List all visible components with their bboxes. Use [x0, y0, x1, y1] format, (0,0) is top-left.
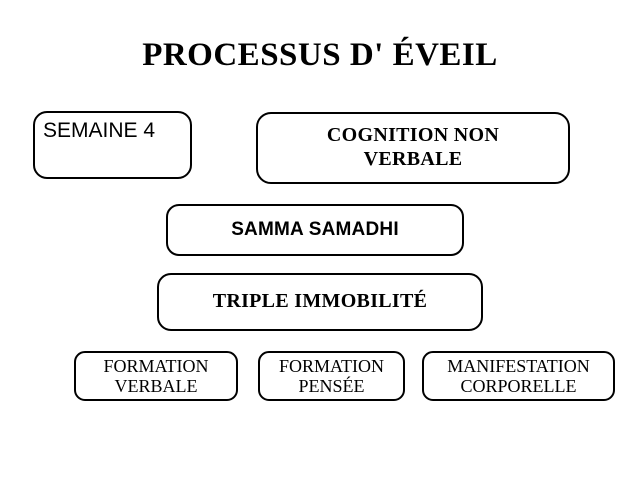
node-semaine-4-label: SEMAINE 4 [43, 119, 156, 142]
node-triple-immobilite-label: TRIPLE IMMOBILITÉ [212, 290, 428, 313]
node-formation-pensee[interactable]: FORMATION PENSÉE [258, 351, 405, 401]
node-triple-immobilite[interactable]: TRIPLE IMMOBILITÉ [157, 273, 483, 331]
node-manifestation-corporelle[interactable]: MANIFESTATION CORPORELLE [422, 351, 615, 401]
node-manifestation-corporelle-label: MANIFESTATION CORPORELLE [447, 355, 590, 396]
node-samma-samadhi[interactable]: SAMMA SAMADHI [166, 204, 464, 256]
node-cognition-non-verbale[interactable]: COGNITION NON VERBALE [256, 112, 570, 184]
node-formation-verbale-label: FORMATION VERBALE [103, 355, 209, 396]
node-samma-samadhi-label: SAMMA SAMADHI [231, 218, 399, 240]
node-semaine-4[interactable]: SEMAINE 4 [33, 111, 192, 179]
node-formation-pensee-label: FORMATION PENSÉE [278, 355, 384, 396]
node-formation-verbale[interactable]: FORMATION VERBALE [74, 351, 238, 401]
node-cognition-non-verbale-label: COGNITION NON VERBALE [326, 124, 500, 170]
page-title: PROCESSUS D' ÉVEIL [142, 37, 498, 73]
